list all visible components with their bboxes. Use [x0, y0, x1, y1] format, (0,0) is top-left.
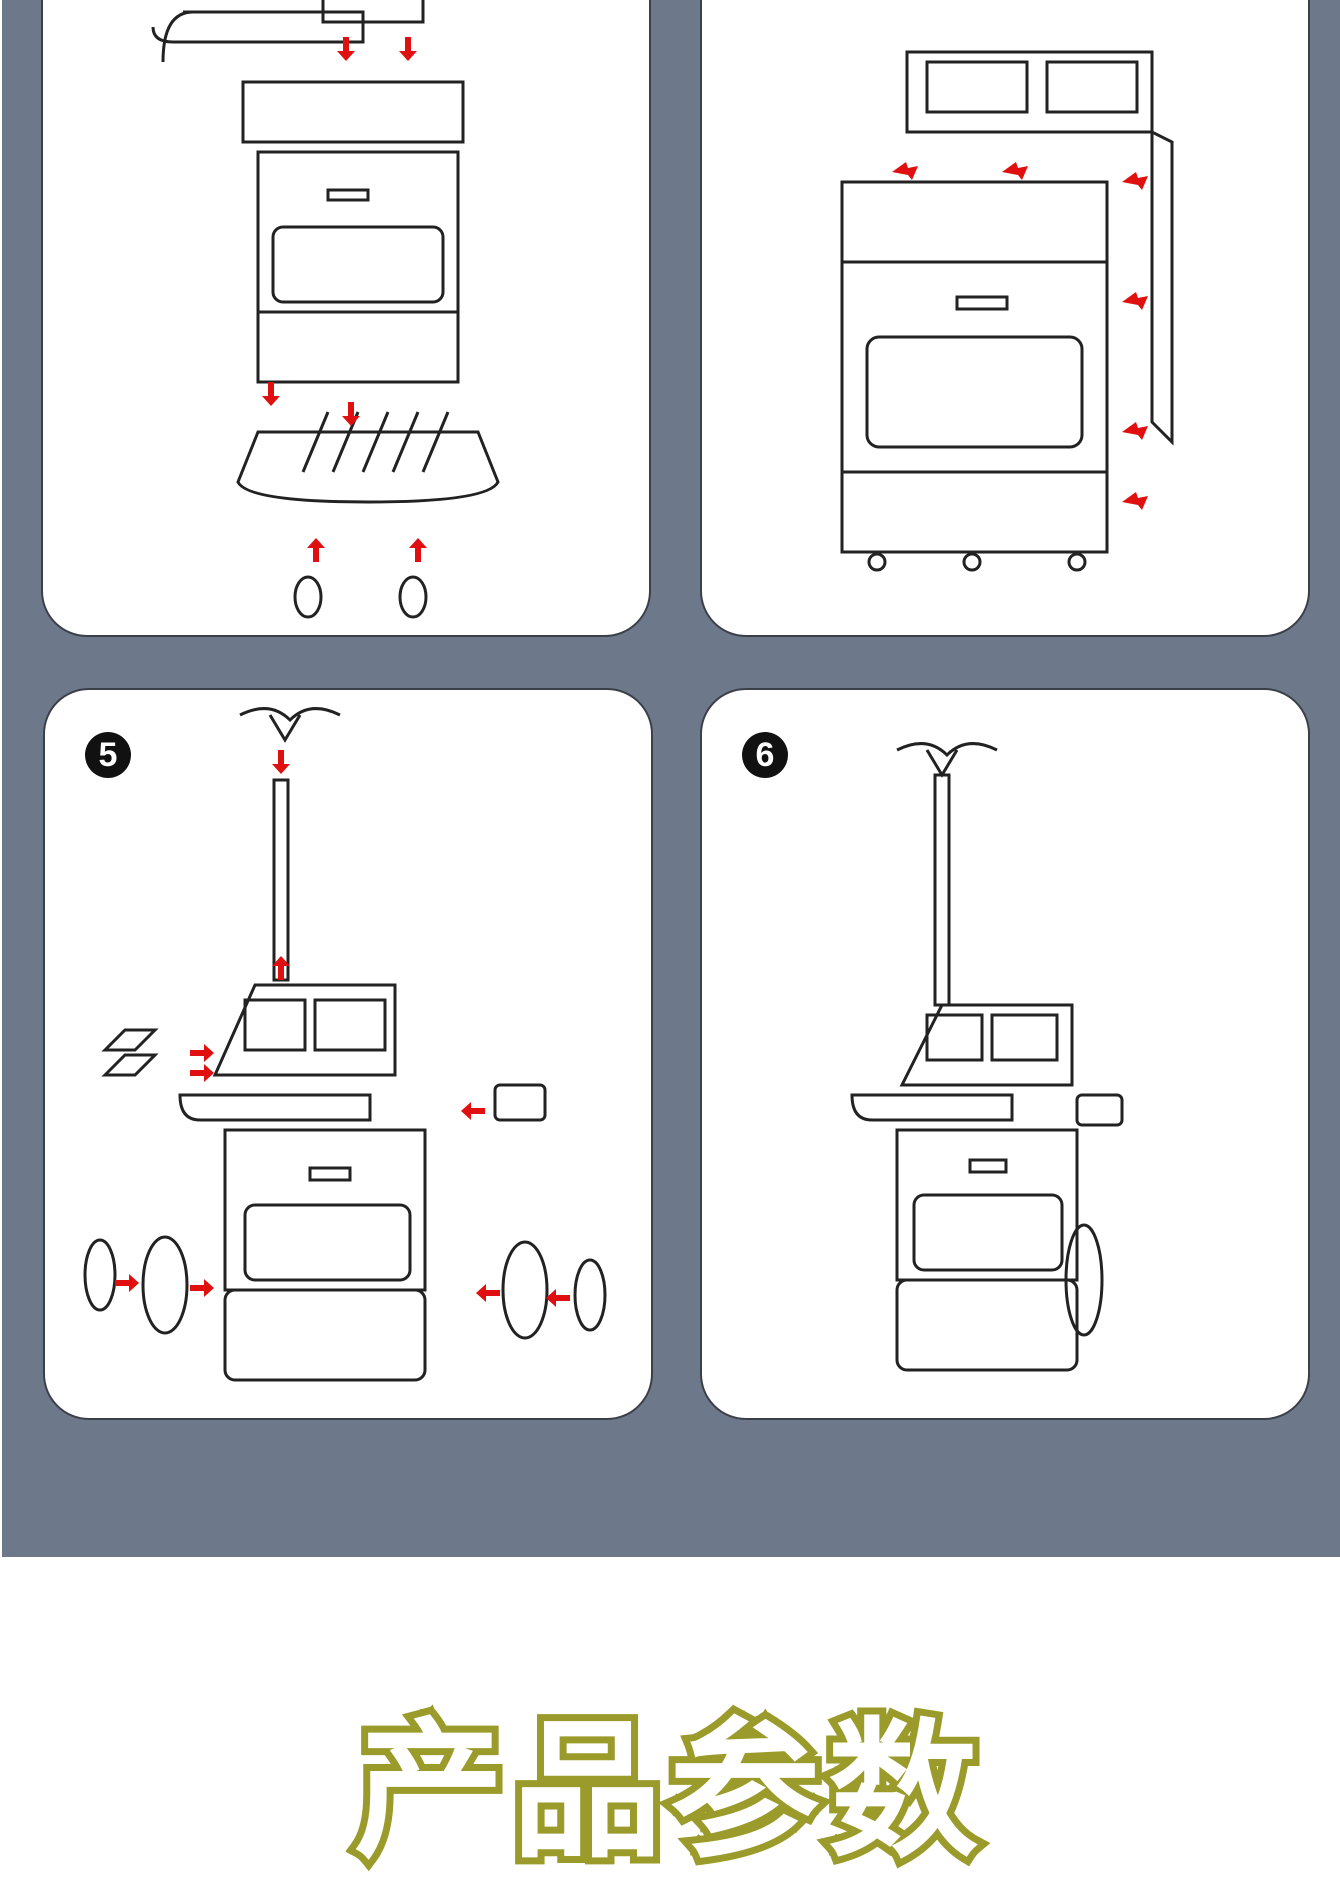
- cart-handle-wheels-illustration: [83, 707, 607, 1382]
- cart-base-assembly-illustration: [151, 0, 500, 619]
- step-number-badge: 6: [742, 732, 788, 778]
- assembled-cart-illustration: [850, 742, 1124, 1372]
- assembly-step-5-panel: 5: [43, 688, 653, 1420]
- assembly-step-4-panel: [700, 0, 1310, 637]
- cart-side-panel-illustration: [840, 50, 1174, 572]
- step-number-badge: 5: [85, 732, 131, 778]
- assembly-step-6-panel: 6: [700, 688, 1310, 1420]
- assembly-step-3-panel: [41, 0, 651, 637]
- section-title: 产品参数: [347, 1705, 986, 1879]
